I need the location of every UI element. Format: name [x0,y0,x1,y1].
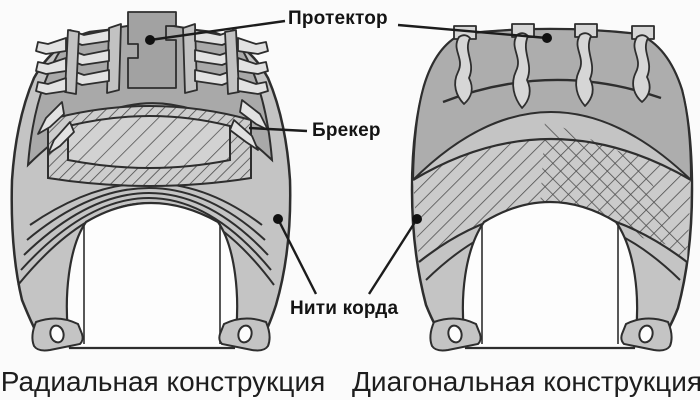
radial-inner-opening [65,202,239,350]
tread-label: Протектор [288,8,388,29]
diagonal-tread-grooves [453,23,655,109]
radial-tire-illustration [10,11,292,352]
diagonal-bead-feet [429,317,673,352]
diagonal-section-cut-lines [481,226,619,344]
leader-line-cords-left [276,218,318,295]
radial-breaker-belt [47,105,252,187]
leader-line-breaker [248,126,308,133]
bead-core-hole [447,324,463,344]
radial-bead-feet [31,317,271,352]
leader-line-tread-left [149,19,286,42]
diagonal-cord-zone [412,120,692,263]
diagonal-inner-opening [461,201,639,350]
radial-section-cut-lines [83,224,221,344]
label-dot [412,214,422,224]
label-dot [273,214,283,224]
caption-diagonal: Диагональная конструкция [351,366,700,397]
diagonal-tire-illustration [410,23,694,352]
leader-line-tread-right [397,23,548,40]
radial-tread-blocks [35,11,269,155]
bead-core-hole [237,324,253,344]
label-dot [145,35,155,45]
bead-core-hole [638,324,654,344]
caption-radial: Радиальная конструкция [0,366,326,397]
leader-line-cords-right [367,218,419,295]
label-dot [542,33,552,43]
leader-lines [145,19,552,295]
center-tread-block [127,11,177,89]
cord-threads-label: Нити корда [290,298,399,319]
breaker-label: Брекер [312,120,381,141]
bead-core-hole [49,324,65,344]
